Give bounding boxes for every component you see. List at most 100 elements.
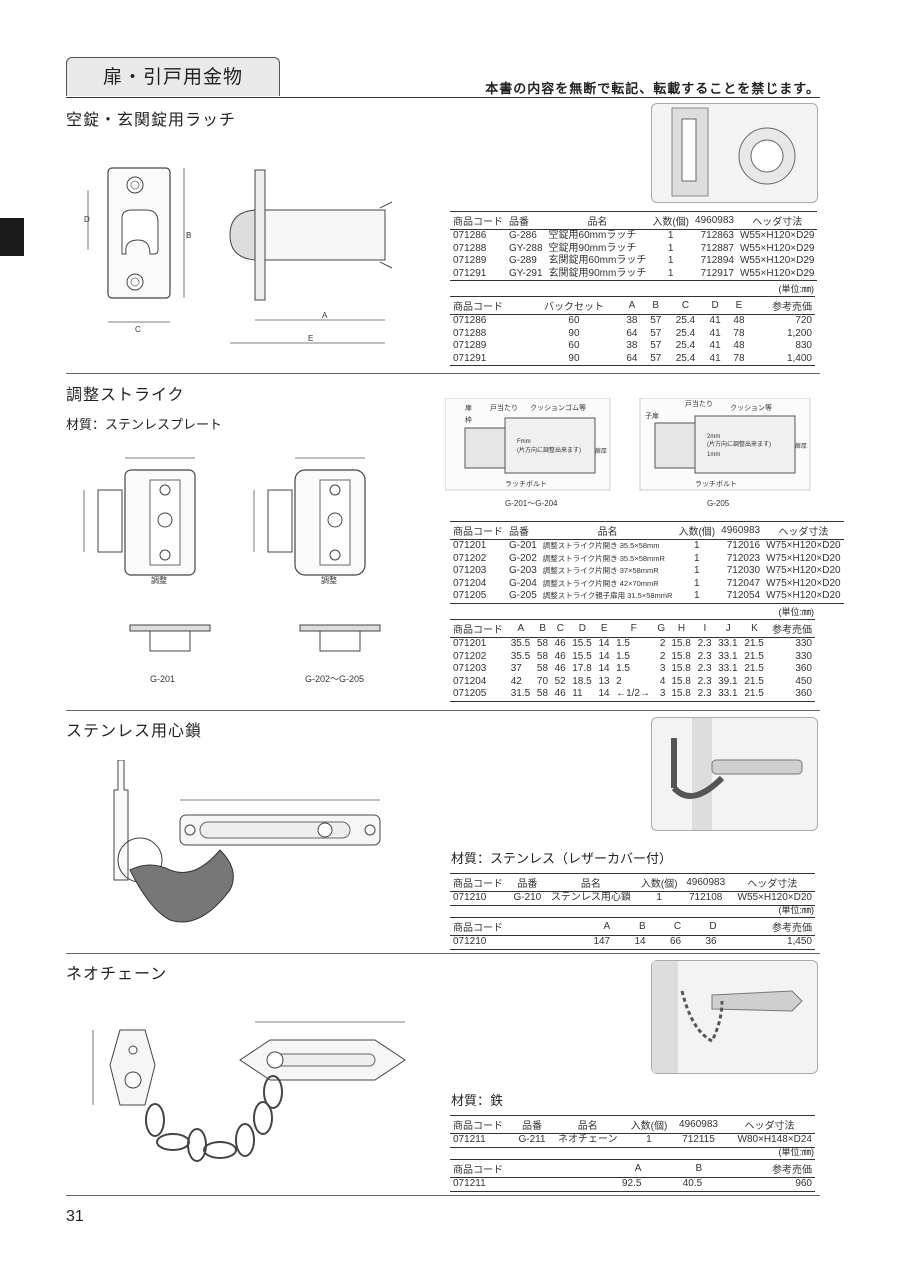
cell: 15.5 — [572, 650, 592, 662]
svg-text:クッション等: クッション等 — [730, 403, 772, 412]
cell: 147 — [566, 935, 614, 950]
cell: G-289 — [509, 255, 537, 266]
cell: 46 — [554, 663, 566, 674]
col-header: A — [507, 619, 534, 638]
cell: 38 — [626, 340, 638, 351]
cell: 071203 — [453, 663, 487, 674]
cell: G-203 — [509, 565, 537, 576]
cell: 1 — [636, 891, 682, 906]
col-header: C — [667, 296, 704, 315]
cell: 712016 — [726, 540, 761, 551]
col-header: B — [613, 917, 649, 936]
cell: 071205 — [450, 590, 506, 604]
svg-text:枠: 枠 — [465, 415, 472, 424]
svg-text:G-202〜G-205: G-202〜G-205 — [305, 674, 364, 684]
header-rule — [66, 97, 820, 98]
cell: 21.5 — [744, 650, 764, 662]
svg-text:B: B — [186, 231, 191, 240]
cell: 14 — [598, 650, 610, 662]
cell: 3 — [654, 688, 669, 702]
cell: W55×H120×D29 — [739, 230, 815, 241]
col-header: A — [583, 1159, 645, 1178]
cell: 41 — [709, 327, 721, 339]
cell: 33.1 — [715, 688, 742, 702]
col-header: バックセット — [528, 296, 620, 315]
col-header: 商品コード — [450, 1159, 584, 1178]
section-title-latch: 空錠・玄関錠用ラッチ — [66, 110, 237, 129]
cell: 42 — [510, 675, 522, 687]
cell: 調整ストライク親子扉用 31.5×58mmR — [539, 590, 676, 604]
col-header: 品番 — [506, 521, 540, 540]
svg-text:C: C — [135, 325, 141, 334]
cell: 712917 — [692, 267, 737, 281]
cell: 071210 — [450, 935, 567, 950]
cell: 46 — [554, 650, 566, 662]
unit-label: (単位:㎜) — [778, 1147, 815, 1157]
cell: 35.5 — [510, 638, 531, 649]
material-strike: 材質：ステンレスプレート — [66, 418, 223, 433]
cell: G-202 — [509, 552, 537, 564]
cell: 60 — [568, 315, 580, 326]
strike-section-diagrams: 扉 戸当たり クッションゴム等 枠 Fmm (片方向に調整出来ます) 扉厚 ラッ… — [445, 398, 811, 508]
cell: 48 — [733, 315, 745, 326]
cell: 1 — [667, 255, 674, 266]
cell: 830 — [795, 340, 812, 351]
col-header: 入数(個) — [675, 521, 719, 540]
col-header: 品名 — [545, 873, 637, 892]
col-header: 入数(個) — [624, 1115, 674, 1134]
cell: ←1/2→ — [613, 688, 655, 702]
cell: 14 — [598, 663, 610, 674]
cell: 90 — [528, 352, 620, 366]
cell: 21.5 — [741, 688, 768, 702]
col-header: 商品コード — [450, 619, 508, 638]
svg-text:A: A — [322, 311, 328, 320]
cell: 712054 — [718, 590, 764, 604]
cell: 1 — [667, 230, 674, 241]
page-number: 31 — [66, 1208, 84, 1225]
cell: 071288 — [453, 327, 487, 339]
unit-label: (単位:㎜) — [778, 607, 815, 617]
svg-text:扉: 扉 — [465, 403, 472, 412]
col-header: ヘッダ寸法 — [723, 1115, 815, 1134]
cell: G-205 — [506, 590, 540, 604]
cell: W55×H120×D29 — [736, 267, 818, 281]
cell: 071205 — [450, 688, 508, 702]
svg-text:調整: 調整 — [151, 575, 167, 585]
cell: 15.8 — [671, 663, 691, 674]
svg-text:扉厚: 扉厚 — [795, 442, 807, 450]
col-header: 品番 — [506, 211, 546, 230]
col-header: 商品コード — [450, 521, 506, 540]
footer-rule — [66, 1195, 820, 1196]
cell: 33.1 — [718, 638, 738, 649]
cell: 52 — [554, 675, 566, 687]
svg-text:(片方向に調整出来ます): (片方向に調整出来ます) — [517, 446, 581, 454]
cell: W75×H120×D20 — [766, 565, 841, 576]
cell: G-204 — [509, 577, 537, 589]
cell: ステンレス用心鎖 — [545, 891, 637, 906]
cell: 15.8 — [671, 638, 691, 649]
cell: 1,450 — [719, 935, 815, 950]
cell: 58 — [533, 688, 552, 702]
cell: 1,200 — [786, 327, 812, 339]
cell: 1.5 — [616, 663, 630, 674]
svg-text:子扉: 子扉 — [645, 411, 659, 420]
col-header: D — [703, 296, 728, 315]
cell: 64 — [626, 327, 638, 339]
cell: 071211 — [450, 1177, 584, 1192]
cell: 4 — [659, 675, 666, 687]
cell: 071289 — [453, 255, 487, 266]
cell: 21.5 — [744, 675, 764, 687]
cell: 071204 — [453, 577, 487, 589]
svg-text:E: E — [308, 334, 313, 343]
col-header: 商品コード — [450, 917, 567, 936]
col-header: D — [569, 619, 596, 638]
col-header: 4960983 — [681, 873, 730, 892]
cell: 33.1 — [718, 663, 738, 674]
